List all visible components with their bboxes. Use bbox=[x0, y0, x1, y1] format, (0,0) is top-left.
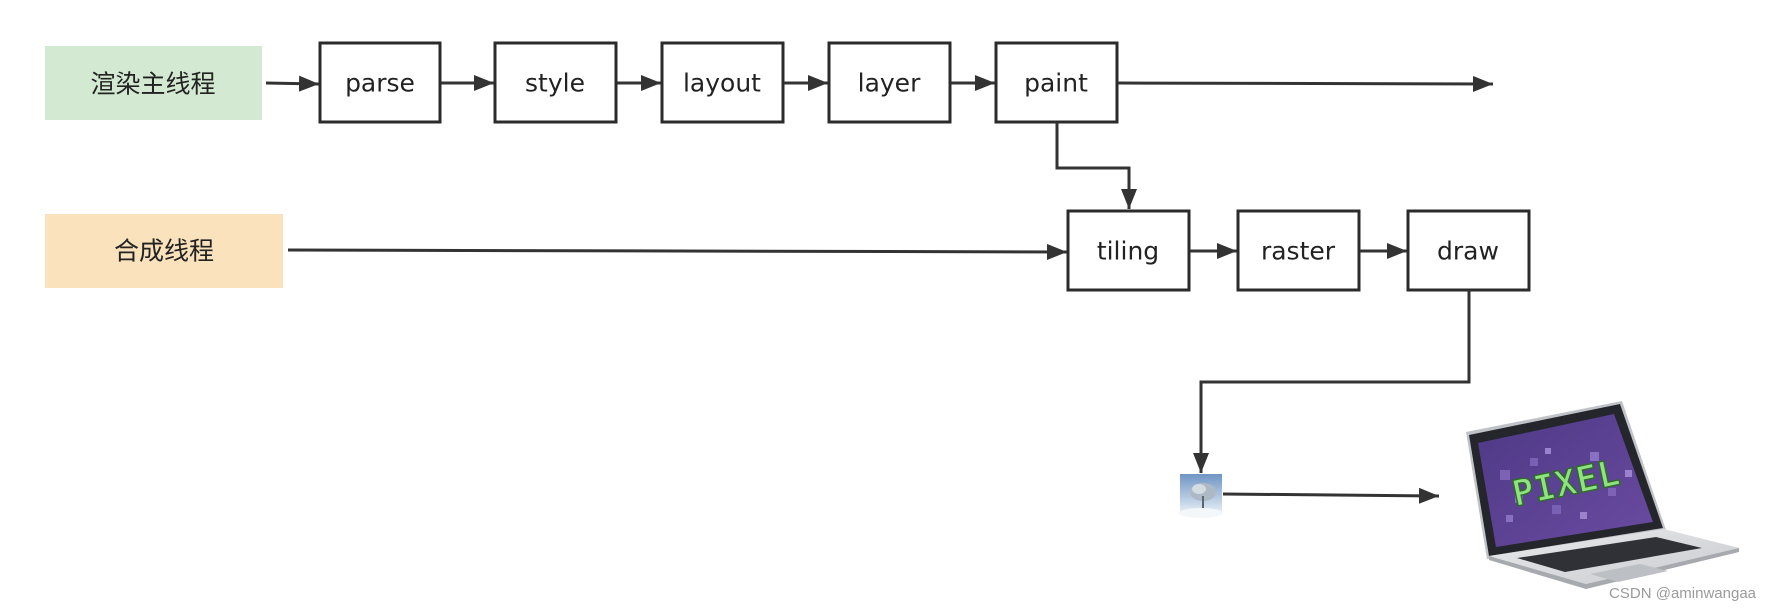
style-label: style bbox=[525, 69, 585, 98]
thumbnail-tree-canopy-light bbox=[1192, 484, 1206, 494]
laptop-screen bbox=[1478, 414, 1653, 547]
arrow-paint-to-tiling bbox=[1055, 122, 1137, 209]
screen-pixel bbox=[1530, 458, 1538, 466]
screen-pixel bbox=[1506, 515, 1513, 522]
arrow-paint-continue bbox=[1117, 75, 1494, 92]
screen-pixel bbox=[1625, 470, 1632, 477]
compositor-thread-box bbox=[45, 214, 283, 288]
main-thread-text: 渲染主线程 bbox=[90, 70, 215, 99]
laptop-screen-pixels bbox=[1500, 448, 1632, 522]
raster-label: raster bbox=[1261, 237, 1336, 266]
layout-box bbox=[660, 41, 785, 124]
main-step-paint: paint bbox=[994, 41, 1119, 124]
laptop-trackpad bbox=[1590, 564, 1668, 582]
thumbnail-snow-ground bbox=[1179, 508, 1223, 518]
main-thread-box bbox=[45, 46, 262, 120]
compositor-step-tiling: tiling bbox=[1066, 209, 1191, 292]
compositor-thread-label: 合成线程 bbox=[45, 214, 283, 288]
screen-pixel bbox=[1515, 495, 1523, 503]
parse-label: parse bbox=[345, 69, 415, 98]
main-step-parse: parse bbox=[318, 41, 442, 124]
raster-box bbox=[1236, 209, 1361, 292]
main-thread-label: 渲染主线程 bbox=[45, 46, 262, 120]
main-step-style: style bbox=[493, 41, 618, 124]
arrow-compositor-thread-to-tiling bbox=[287, 243, 1068, 260]
compositor-step-draw: draw bbox=[1406, 209, 1531, 292]
arrow-draw-to-frame bbox=[1193, 290, 1471, 473]
layer-label: layer bbox=[858, 69, 921, 98]
layout-label: layout bbox=[683, 69, 761, 98]
draw-label: draw bbox=[1437, 237, 1499, 266]
arrow-frame-to-display bbox=[1222, 487, 1440, 504]
compositor-thread-text: 合成线程 bbox=[114, 237, 214, 266]
main-step-layer: layer bbox=[827, 41, 952, 124]
laptop-icon: PIXEL bbox=[1466, 401, 1739, 589]
thumbnail-tree-trunk bbox=[1202, 496, 1204, 508]
screen-pixel bbox=[1580, 512, 1587, 519]
compositor-step-raster: raster bbox=[1236, 209, 1361, 292]
screen-pixel bbox=[1590, 452, 1599, 461]
style-box bbox=[493, 41, 618, 124]
laptop-keyboard bbox=[1517, 537, 1702, 572]
main-step-layout: layout bbox=[660, 41, 785, 124]
screen-pixel bbox=[1500, 470, 1510, 480]
paint-label: paint bbox=[1024, 69, 1088, 98]
watermark: CSDN @aminwangaa bbox=[1609, 585, 1757, 602]
tiling-label: tiling bbox=[1097, 237, 1159, 266]
tiling-box bbox=[1066, 209, 1191, 292]
parse-box bbox=[318, 41, 442, 124]
tree-photo-icon bbox=[1179, 474, 1223, 518]
screen-pixel bbox=[1552, 505, 1561, 514]
layer-box bbox=[827, 41, 952, 124]
arrow-main-thread-to-parse bbox=[265, 75, 320, 92]
screen-pixel bbox=[1545, 448, 1551, 454]
screen-pixel bbox=[1608, 488, 1616, 496]
